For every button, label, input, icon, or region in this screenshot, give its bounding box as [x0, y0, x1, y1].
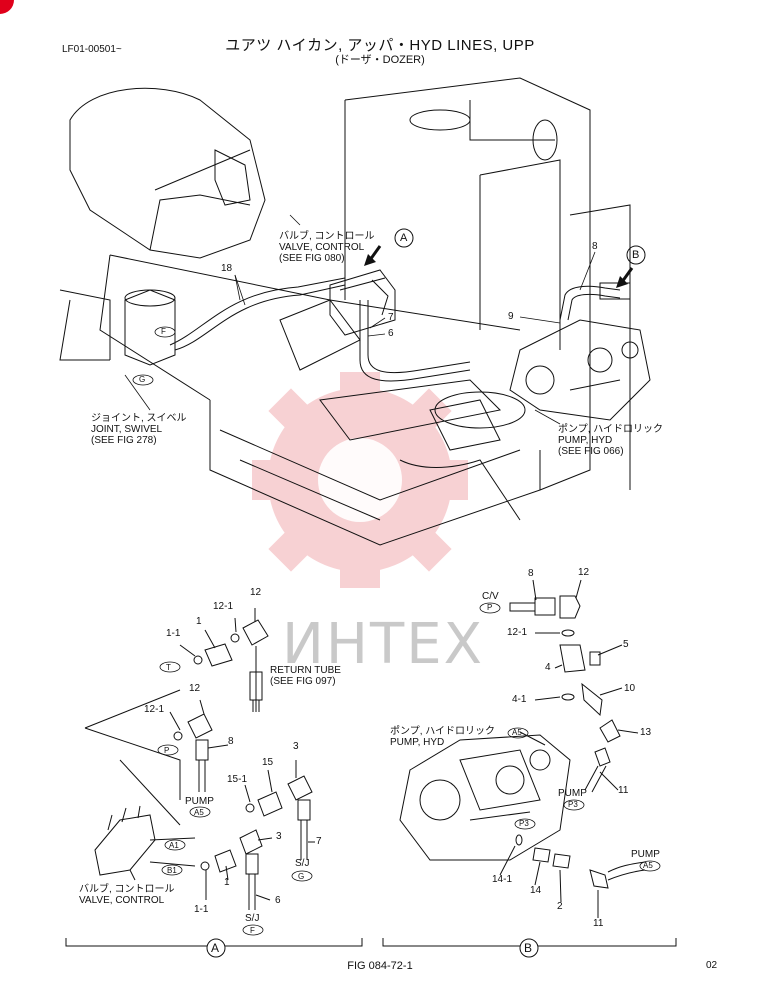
label-pump-a5: PUMP	[631, 849, 660, 860]
part-b-5: 5	[623, 639, 629, 650]
label-cv: C/V	[482, 591, 499, 602]
hose-18	[169, 277, 346, 351]
part-a-12-1: 12-1	[213, 601, 234, 612]
hose-8-9	[559, 282, 631, 321]
view-b-marker: B	[632, 249, 640, 261]
part-a-12-1-b: 12-1	[144, 704, 165, 715]
part-a-1-b: 1	[224, 877, 230, 888]
part-a-7: 7	[316, 836, 322, 847]
watermark-text: ИНТЕХ	[282, 612, 484, 677]
detail-b-drawing	[399, 579, 646, 918]
part-a-12-b: 12	[189, 683, 201, 694]
tag-g-top: G	[139, 375, 146, 384]
part-number-9: 9	[508, 311, 514, 322]
part-a-1-1: 1-1	[166, 628, 181, 639]
view-a-label: A	[211, 941, 220, 955]
label-sj-f: S/J	[245, 913, 260, 924]
tag-t: T	[166, 663, 171, 672]
tag-f-a: F	[250, 926, 255, 935]
part-number-6: 6	[388, 328, 394, 339]
page-title: ユアツ ハイカン, アッパ・HYD LINES, UPP	[225, 37, 535, 54]
label-pump-hyd-b: ポンプ, ハイドロリック PUMP, HYD	[390, 726, 496, 748]
view-b-label: B	[524, 941, 533, 955]
label-return-tube: RETURN TUBE (SEE FIG 097)	[270, 665, 341, 687]
label-sj-g: S/J	[295, 858, 310, 869]
part-b-14-1: 14-1	[492, 874, 513, 885]
part-b-8: 8	[528, 568, 534, 579]
part-b-12: 12	[578, 567, 590, 578]
label-pump-a: PUMP	[185, 796, 214, 807]
part-b-10: 10	[624, 683, 636, 694]
part-a-6: 6	[275, 895, 281, 906]
part-b-11-top: 11	[618, 785, 629, 796]
part-b-4-1: 4-1	[512, 694, 527, 705]
part-a-1: 1	[196, 616, 202, 627]
tag-a1: A1	[169, 841, 179, 850]
label-valve-control: バルブ, コントロール VALVE, CONTROL (SEE FIG 080)	[279, 231, 375, 264]
part-b-13: 13	[640, 727, 652, 738]
tag-a5-b: A5	[512, 728, 522, 737]
view-a-marker: A	[400, 232, 408, 244]
hyd-pump-top	[509, 319, 651, 421]
part-b-14: 14	[530, 885, 542, 896]
serial-range: LF01-00501~	[62, 44, 122, 55]
label-pump-p3: PUMP	[558, 788, 587, 799]
tag-f-top: F	[161, 327, 166, 336]
part-b-4: 4	[545, 662, 551, 673]
tag-p-b: P	[487, 603, 493, 612]
part-number-18: 18	[221, 263, 233, 274]
part-a-15: 15	[262, 757, 274, 768]
detail-a-drawing	[84, 608, 315, 910]
label-valve-control-a: バルブ, コントロール VALVE, CONTROL	[79, 884, 175, 906]
tag-p3-b: P3	[519, 819, 529, 828]
part-a-1-1-b: 1-1	[194, 904, 209, 915]
part-a-15-1: 15-1	[227, 774, 248, 785]
cab-outline	[69, 87, 266, 259]
tag-p-a: P	[164, 746, 170, 755]
figure-number: FIG 084-72-1	[347, 960, 413, 972]
part-a-8: 8	[228, 736, 234, 747]
part-b-12-1: 12-1	[507, 627, 528, 638]
part-b-2: 2	[557, 901, 563, 912]
part-number-8-top: 8	[592, 241, 598, 252]
part-a-12: 12	[250, 587, 262, 598]
tag-g-a: G	[298, 872, 305, 881]
tag-p3-a: P3	[568, 800, 578, 809]
part-b-11-bottom: 11	[593, 918, 604, 929]
label-pump-hyd-top: ポンプ, ハイドロリック PUMP, HYD (SEE FIG 066)	[558, 424, 664, 457]
hose-6-7	[359, 300, 471, 382]
tag-b1: B1	[167, 866, 177, 875]
part-number-7: 7	[388, 312, 394, 323]
control-valve-top	[329, 269, 396, 336]
part-a-3-bottom: 3	[276, 831, 282, 842]
page-subtitle: (ドーザ・DOZER)	[335, 54, 425, 66]
page-number: 02	[706, 960, 718, 971]
tag-a5-b2: A5	[643, 861, 653, 870]
part-a-3-top: 3	[293, 741, 299, 752]
label-joint-swivel: ジョイント, スイベル JOINT, SWIVEL (SEE FIG 278)	[91, 413, 187, 446]
tag-a5: A5	[194, 808, 204, 817]
